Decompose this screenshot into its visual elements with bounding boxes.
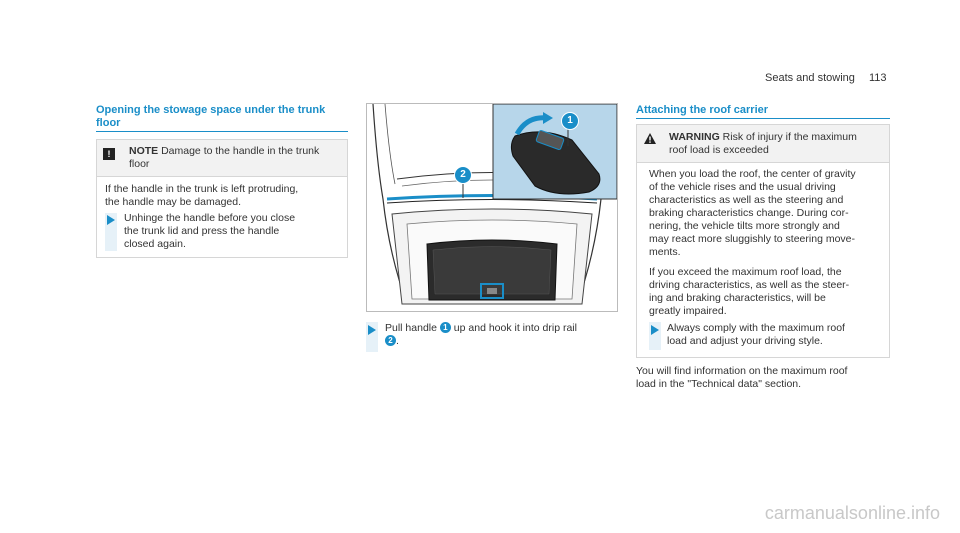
right-step-arrow-icon <box>651 325 659 335</box>
callout-2: 2 <box>454 166 472 184</box>
left-heading-rule <box>96 131 348 132</box>
warning-text: WARNING Risk of injury if the maximum ro… <box>669 131 887 157</box>
watermark-text: carmanualsonline.info <box>764 503 940 523</box>
para2-line3: ing and braking characteristics, will be <box>649 292 826 304</box>
right-heading: Attaching the roof carrier <box>636 104 769 116</box>
note-body-line1: If the handle in the trunk is left protr… <box>105 183 299 195</box>
right-step-text: Always comply with the maximum roof load… <box>667 322 887 348</box>
para1-line3: characteristics as well as the steering … <box>649 194 844 206</box>
para1-line1: When you load the roof, the center of gr… <box>649 168 856 180</box>
middle-step-arrow-icon <box>368 325 376 335</box>
note-body: If the handle in the trunk is left protr… <box>105 183 343 209</box>
warning-header: WARNING Risk of injury if the maximum ro… <box>637 125 889 163</box>
middle-step-part-b: up and hook it into drip rail <box>450 322 577 334</box>
right-step-line2: load and adjust your driving style. <box>667 335 823 347</box>
inline-callout-2: 2 <box>385 335 396 346</box>
right-footer-text: You will find information on the maximum… <box>636 365 890 391</box>
warning-title: WARNING <box>669 131 720 143</box>
watermark: carmanualsonline.info <box>0 503 960 524</box>
left-step-line2: the trunk lid and press the handle <box>124 225 280 237</box>
left-heading-line1: Opening the stowage space under the trun… <box>96 104 326 116</box>
para2-line2: driving characteristics, as well as the … <box>649 279 850 291</box>
para1-line5: nering, the vehicle tilts more strongly … <box>649 220 840 232</box>
section-title: Seats and stowing <box>765 72 855 84</box>
right-heading-rule <box>636 118 890 119</box>
left-heading-line2: floor <box>96 117 121 129</box>
right-step-line1: Always comply with the maximum roof <box>667 322 845 334</box>
middle-step-part-c: . <box>396 335 399 347</box>
para2-line1: If you exceed the maximum roof load, the <box>649 266 842 278</box>
note-body-line2: the handle may be damaged. <box>105 196 242 208</box>
note-title: NOTE <box>129 145 159 157</box>
para1-line4: braking characteristics change. During c… <box>649 207 849 219</box>
warning-para2: If you exceed the maximum roof load, the… <box>649 266 887 318</box>
note-box: ! NOTE Damage to the handle in the trunk… <box>96 139 348 258</box>
right-footer-line2: load in the "Technical data" section. <box>636 378 802 390</box>
notice-icon: ! <box>103 148 115 160</box>
middle-step-text: Pull handle 1 up and hook it into drip r… <box>385 322 625 348</box>
warning-box: WARNING Risk of injury if the maximum ro… <box>636 124 890 358</box>
para1-line2: of the vehicle rises and the usual drivi… <box>649 181 836 193</box>
step-arrow-icon <box>107 215 115 225</box>
warning-triangle-icon <box>644 133 656 144</box>
note-text: NOTE Damage to the handle in the trunk f… <box>129 145 343 171</box>
left-step-line3: closed again. <box>124 238 186 250</box>
left-heading: Opening the stowage space under the trun… <box>96 104 325 130</box>
page-number: 113 <box>869 72 887 84</box>
warning-para1: When you load the roof, the center of gr… <box>649 168 887 259</box>
note-header: ! NOTE Damage to the handle in the trunk… <box>97 140 347 177</box>
note-text-line1: Damage to the handle in the trunk <box>158 145 320 157</box>
right-footer-line1: You will find information on the maximum… <box>636 365 848 377</box>
middle-step-part-a: Pull handle <box>385 322 440 334</box>
left-step-line1: Unhinge the handle before you close <box>124 212 296 224</box>
para1-line7: ments. <box>649 246 681 258</box>
warning-text-line1: Risk of injury if the maximum <box>719 131 857 143</box>
trunk-drawing <box>372 104 617 305</box>
para1-line6: may react more sluggishly to steering mo… <box>649 233 855 245</box>
warning-text-line2: roof load is exceeded <box>669 144 769 156</box>
inline-callout-1: 1 <box>439 322 451 333</box>
note-text-line2: floor <box>129 158 150 170</box>
callout-1: 1 <box>561 112 579 130</box>
left-step-text: Unhinge the handle before you close the … <box>124 212 344 251</box>
para2-line4: greatly impaired. <box>649 305 727 317</box>
trunk-illustration: 1 2 <box>366 103 618 312</box>
